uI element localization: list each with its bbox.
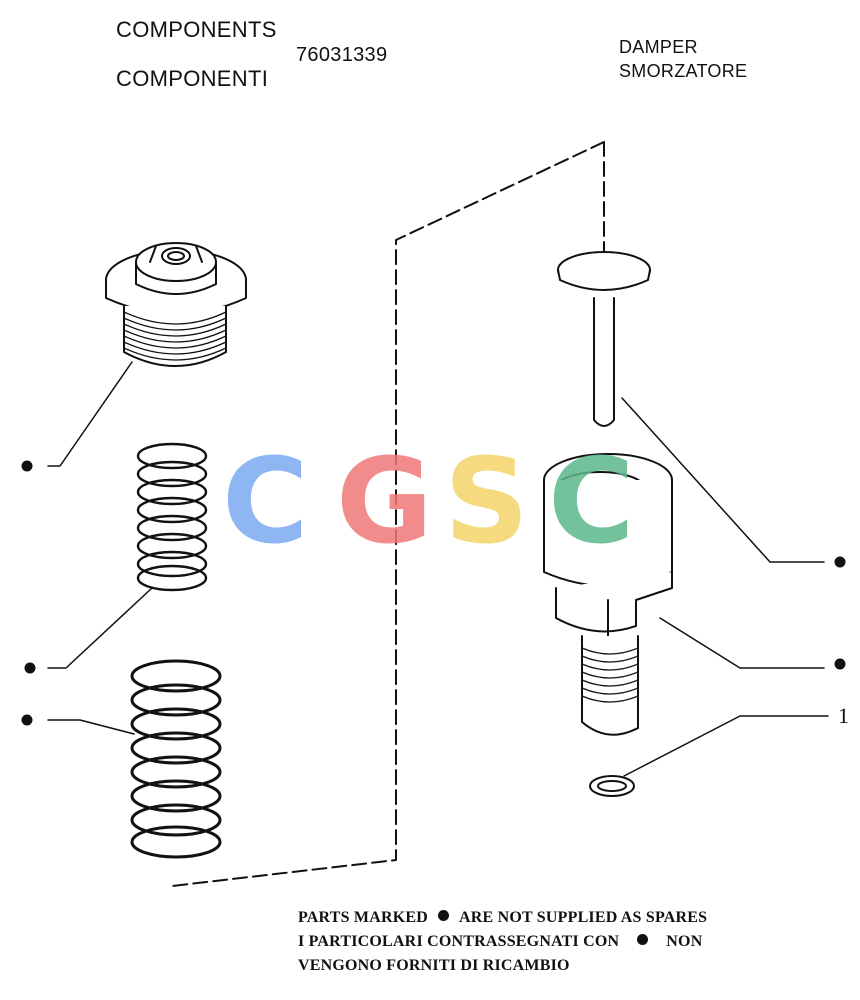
title-en: DAMPER bbox=[619, 37, 698, 57]
watermark-letter-c1: C bbox=[222, 432, 309, 570]
callout-dot-body bbox=[834, 658, 846, 670]
large-spring-part bbox=[130, 659, 222, 859]
leader-lines bbox=[47, 361, 829, 777]
valve-stem-part bbox=[557, 251, 651, 427]
callout-dots bbox=[21, 460, 846, 726]
o-ring-part bbox=[589, 775, 635, 797]
callout-dot-large-spring bbox=[21, 714, 33, 726]
footer-line1-before: PARTS MARKED bbox=[298, 909, 428, 926]
footer-line-2: I PARTICOLARI CONTRASSEGNATI CON NON bbox=[298, 933, 702, 951]
plug-part bbox=[105, 242, 247, 367]
callout-dot-small-spring bbox=[24, 662, 36, 674]
title-it: SMORZATORE bbox=[619, 61, 748, 81]
footer-line2-after: NON bbox=[666, 933, 703, 950]
part-number: 76031339 bbox=[296, 44, 388, 66]
callout-dot-plug bbox=[21, 460, 33, 472]
callout-dot-valve-stem bbox=[834, 556, 846, 568]
footer-line1-after: ARE NOT SUPPLIED AS SPARES bbox=[459, 909, 708, 926]
assembly-dashed-line bbox=[171, 141, 605, 887]
footer-line2-before: I PARTICOLARI CONTRASSEGNATI CON bbox=[298, 933, 620, 950]
watermark-letter-g: G bbox=[336, 432, 433, 570]
components-label-en: COMPONENTS bbox=[116, 17, 277, 42]
watermark-letter-s: S bbox=[444, 432, 529, 570]
watermark-letter-c2: C bbox=[548, 432, 635, 570]
footer-line-1: PARTS MARKED ARE NOT SUPPLIED AS SPARES bbox=[298, 909, 707, 927]
damper-body-part bbox=[543, 453, 673, 736]
components-label-it: COMPONENTI bbox=[116, 66, 269, 91]
callout-number-1: 1 bbox=[838, 703, 849, 728]
small-spring-part bbox=[136, 442, 208, 592]
marker-dot-icon bbox=[637, 934, 649, 945]
footer-line-3: VENGONO FORNITI DI RICAMBIO bbox=[298, 957, 570, 974]
marker-dot-icon bbox=[438, 910, 449, 921]
